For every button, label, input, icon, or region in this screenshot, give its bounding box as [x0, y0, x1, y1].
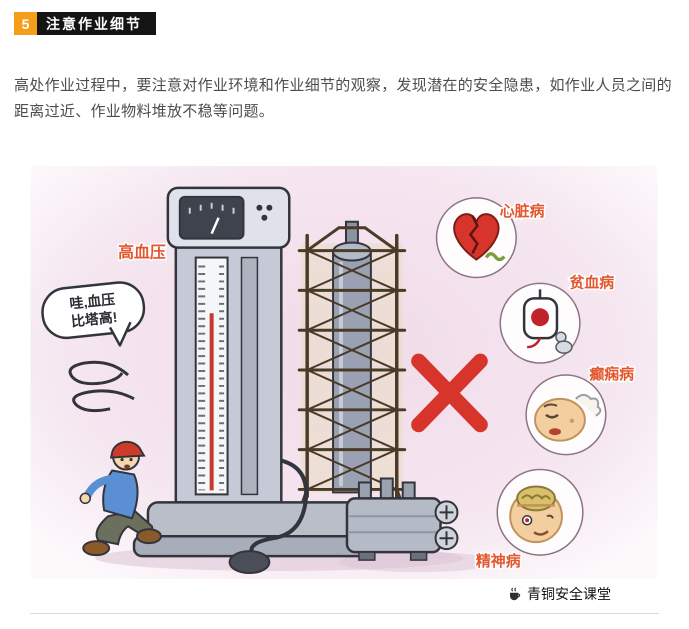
bp-monitor [132, 186, 375, 574]
bp-pump-bulb [228, 549, 271, 574]
scaffold-tower [282, 220, 423, 538]
worker [79, 440, 162, 556]
bp-label: 高血压 [118, 242, 166, 261]
dizzy-swirls-icon [68, 360, 135, 412]
disease-circle-anemia [499, 282, 581, 364]
bp-tube [249, 458, 309, 553]
article-page: 5 注意作业细节 高处作业过程中，要注意对作业环境和作业细节的观察，发现潜在的安… [0, 12, 689, 614]
disease-circle-mental [496, 468, 584, 556]
disease-label-mental: 精神病 [476, 552, 521, 570]
brand: 青铜安全课堂 [507, 584, 611, 604]
disease-circle-heart [435, 196, 517, 278]
speech-line-2: 比塔高! [70, 308, 118, 329]
ground-shadow-right [339, 551, 499, 572]
white-hair [575, 393, 602, 417]
disease-label-heart: 心脏病 [500, 201, 545, 219]
section-number-badge: 5 [14, 12, 37, 35]
section-header: 5 注意作业细节 [14, 12, 689, 35]
footer-divider [30, 612, 659, 614]
engine-block [345, 476, 459, 561]
disease-label-anemia: 贫血病 [569, 273, 614, 291]
footer: 青铜安全课堂 [0, 584, 611, 604]
hard-hat-icon [109, 440, 146, 459]
bp-gauge [178, 195, 245, 240]
sick-face-icon [534, 397, 586, 442]
speech-bubble: 哇,血压 比塔高! [41, 280, 146, 347]
safety-cartoon-illustration[interactable]: 高血压 [30, 165, 658, 579]
section-title: 注意作业细节 [37, 12, 156, 35]
disease-circle-epilepsy [525, 373, 607, 455]
disease-label-epilepsy: 癫痫病 [589, 364, 634, 382]
tower-cylinder [332, 250, 372, 493]
worm-icon [484, 251, 506, 261]
brand-name: 青铜安全课堂 [527, 585, 611, 602]
body-paragraph: 高处作业过程中，要注意对作业环境和作业细节的观察，发现潜在的安全隐患，如作业人员… [14, 77, 672, 121]
speech-line-1: 哇,血压 [69, 290, 116, 311]
cartoon-canvas: 高血压 [30, 165, 658, 579]
prohibition-cross-icon [411, 353, 488, 432]
teacup-icon [510, 587, 521, 601]
worker-boot [136, 527, 162, 544]
worker-boot [82, 539, 111, 556]
